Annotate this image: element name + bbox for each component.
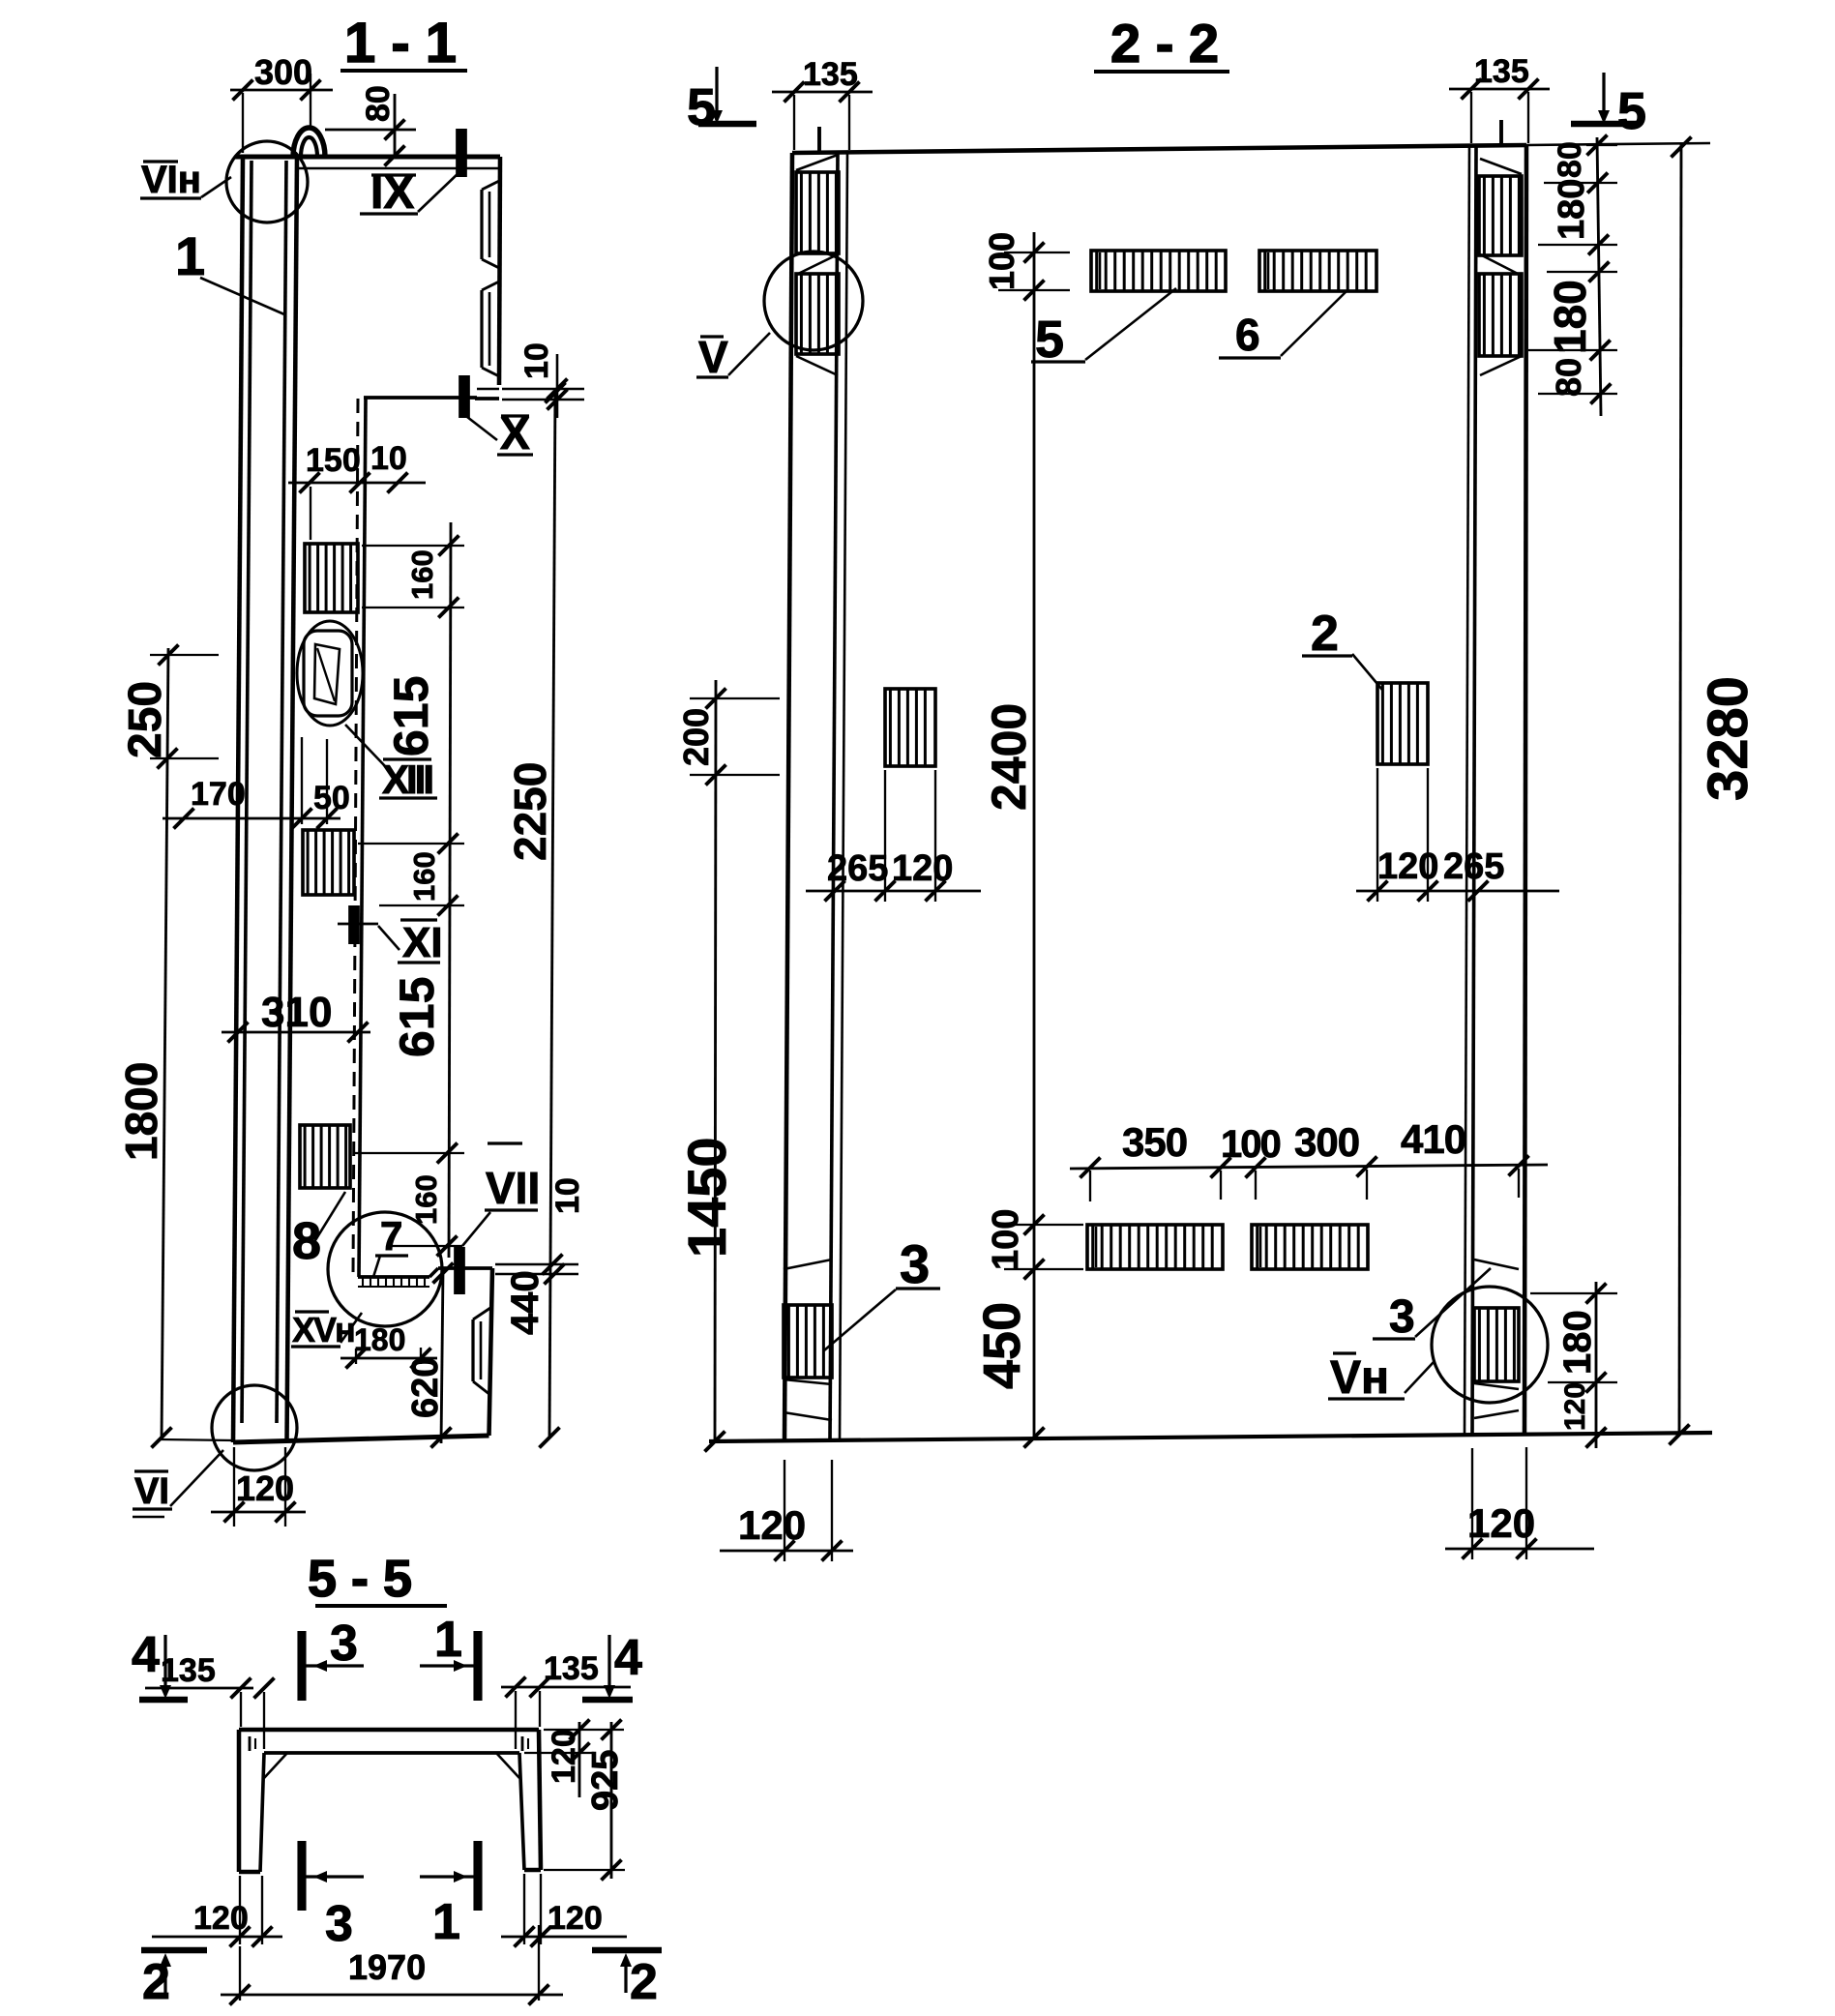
svg-text:615: 615	[390, 977, 444, 1057]
svg-text:120: 120	[1377, 846, 1438, 887]
svg-text:5: 5	[687, 78, 716, 136]
svg-text:350: 350	[1122, 1119, 1187, 1165]
svg-text:3: 3	[330, 1616, 358, 1672]
svg-text:440: 440	[504, 1270, 547, 1335]
svg-text:50: 50	[313, 780, 350, 816]
svg-text:250: 250	[120, 681, 171, 758]
svg-text:615: 615	[384, 676, 438, 756]
svg-text:XI: XI	[402, 919, 443, 966]
svg-text:100: 100	[982, 232, 1021, 290]
svg-text:170: 170	[191, 776, 246, 813]
svg-text:135: 135	[803, 56, 858, 93]
svg-text:135: 135	[544, 1650, 599, 1687]
svg-text:80: 80	[1549, 358, 1588, 397]
svg-text:XIII: XIII	[382, 756, 431, 802]
svg-text:1970: 1970	[348, 1947, 426, 1987]
svg-text:2: 2	[630, 1954, 658, 2010]
svg-text:100: 100	[986, 1209, 1026, 1270]
svg-text:VI: VI	[134, 1471, 169, 1512]
svg-text:310: 310	[261, 989, 332, 1036]
svg-text:80: 80	[1552, 141, 1588, 178]
svg-text:200: 200	[676, 708, 716, 766]
svg-text:Vн: Vн	[1330, 1352, 1389, 1404]
svg-text:2250: 2250	[505, 762, 555, 861]
svg-text:180: 180	[354, 1322, 405, 1357]
svg-text:IX: IX	[370, 167, 414, 219]
svg-text:5: 5	[1035, 311, 1064, 369]
svg-text:120: 120	[193, 1900, 249, 1937]
svg-text:5: 5	[1617, 82, 1646, 140]
svg-text:1450: 1450	[676, 1137, 737, 1258]
svg-text:300: 300	[254, 52, 312, 92]
svg-text:1: 1	[434, 1612, 462, 1668]
svg-text:10: 10	[549, 1177, 586, 1214]
svg-text:2: 2	[1311, 606, 1339, 662]
svg-text:180: 180	[1556, 1310, 1599, 1375]
svg-text:3: 3	[900, 1233, 930, 1294]
svg-text:5 - 5: 5 - 5	[308, 1550, 412, 1608]
svg-text:450: 450	[973, 1302, 1031, 1389]
svg-text:410: 410	[1401, 1116, 1465, 1162]
svg-text:7: 7	[380, 1213, 402, 1259]
svg-text:3280: 3280	[1697, 676, 1760, 801]
svg-text:120: 120	[236, 1468, 294, 1508]
svg-text:1 - 1: 1 - 1	[344, 12, 457, 74]
svg-text:150: 150	[306, 442, 361, 479]
svg-text:80: 80	[360, 85, 397, 122]
svg-text:1800: 1800	[116, 1062, 166, 1161]
svg-text:6: 6	[1235, 310, 1260, 360]
svg-text:VII: VII	[486, 1163, 540, 1213]
svg-text:135: 135	[161, 1652, 216, 1689]
svg-text:10: 10	[518, 342, 555, 379]
svg-text:V: V	[698, 332, 728, 382]
svg-text:3: 3	[325, 1896, 353, 1952]
svg-text:300: 300	[1294, 1119, 1359, 1165]
svg-text:925: 925	[585, 1750, 626, 1811]
svg-text:1: 1	[175, 225, 205, 286]
svg-text:8: 8	[292, 1212, 321, 1270]
svg-text:120: 120	[1559, 1382, 1591, 1431]
svg-text:265: 265	[1443, 846, 1504, 887]
svg-text:180: 180	[1552, 179, 1592, 240]
svg-text:265: 265	[827, 848, 888, 889]
svg-text:120: 120	[548, 1900, 603, 1937]
svg-text:3: 3	[1389, 1291, 1415, 1343]
svg-text:X: X	[500, 408, 530, 459]
svg-text:180: 180	[1545, 280, 1595, 354]
svg-text:XVн: XVн	[292, 1310, 354, 1349]
svg-text:100: 100	[1221, 1123, 1280, 1166]
svg-text:10: 10	[370, 440, 407, 477]
svg-text:135: 135	[1474, 53, 1529, 90]
svg-text:120: 120	[738, 1502, 806, 1548]
svg-text:120: 120	[892, 848, 953, 889]
svg-text:4: 4	[614, 1630, 642, 1686]
svg-text:160: 160	[409, 1174, 443, 1225]
svg-text:2400: 2400	[982, 703, 1036, 811]
svg-text:120: 120	[1467, 1500, 1535, 1546]
svg-text:VIн: VIн	[141, 159, 201, 201]
svg-text:160: 160	[405, 549, 439, 600]
svg-text:4: 4	[132, 1627, 160, 1683]
svg-text:160: 160	[407, 851, 441, 902]
svg-text:1: 1	[432, 1894, 460, 1950]
svg-text:120: 120	[546, 1729, 582, 1784]
svg-text:2 - 2: 2 - 2	[1110, 13, 1219, 74]
